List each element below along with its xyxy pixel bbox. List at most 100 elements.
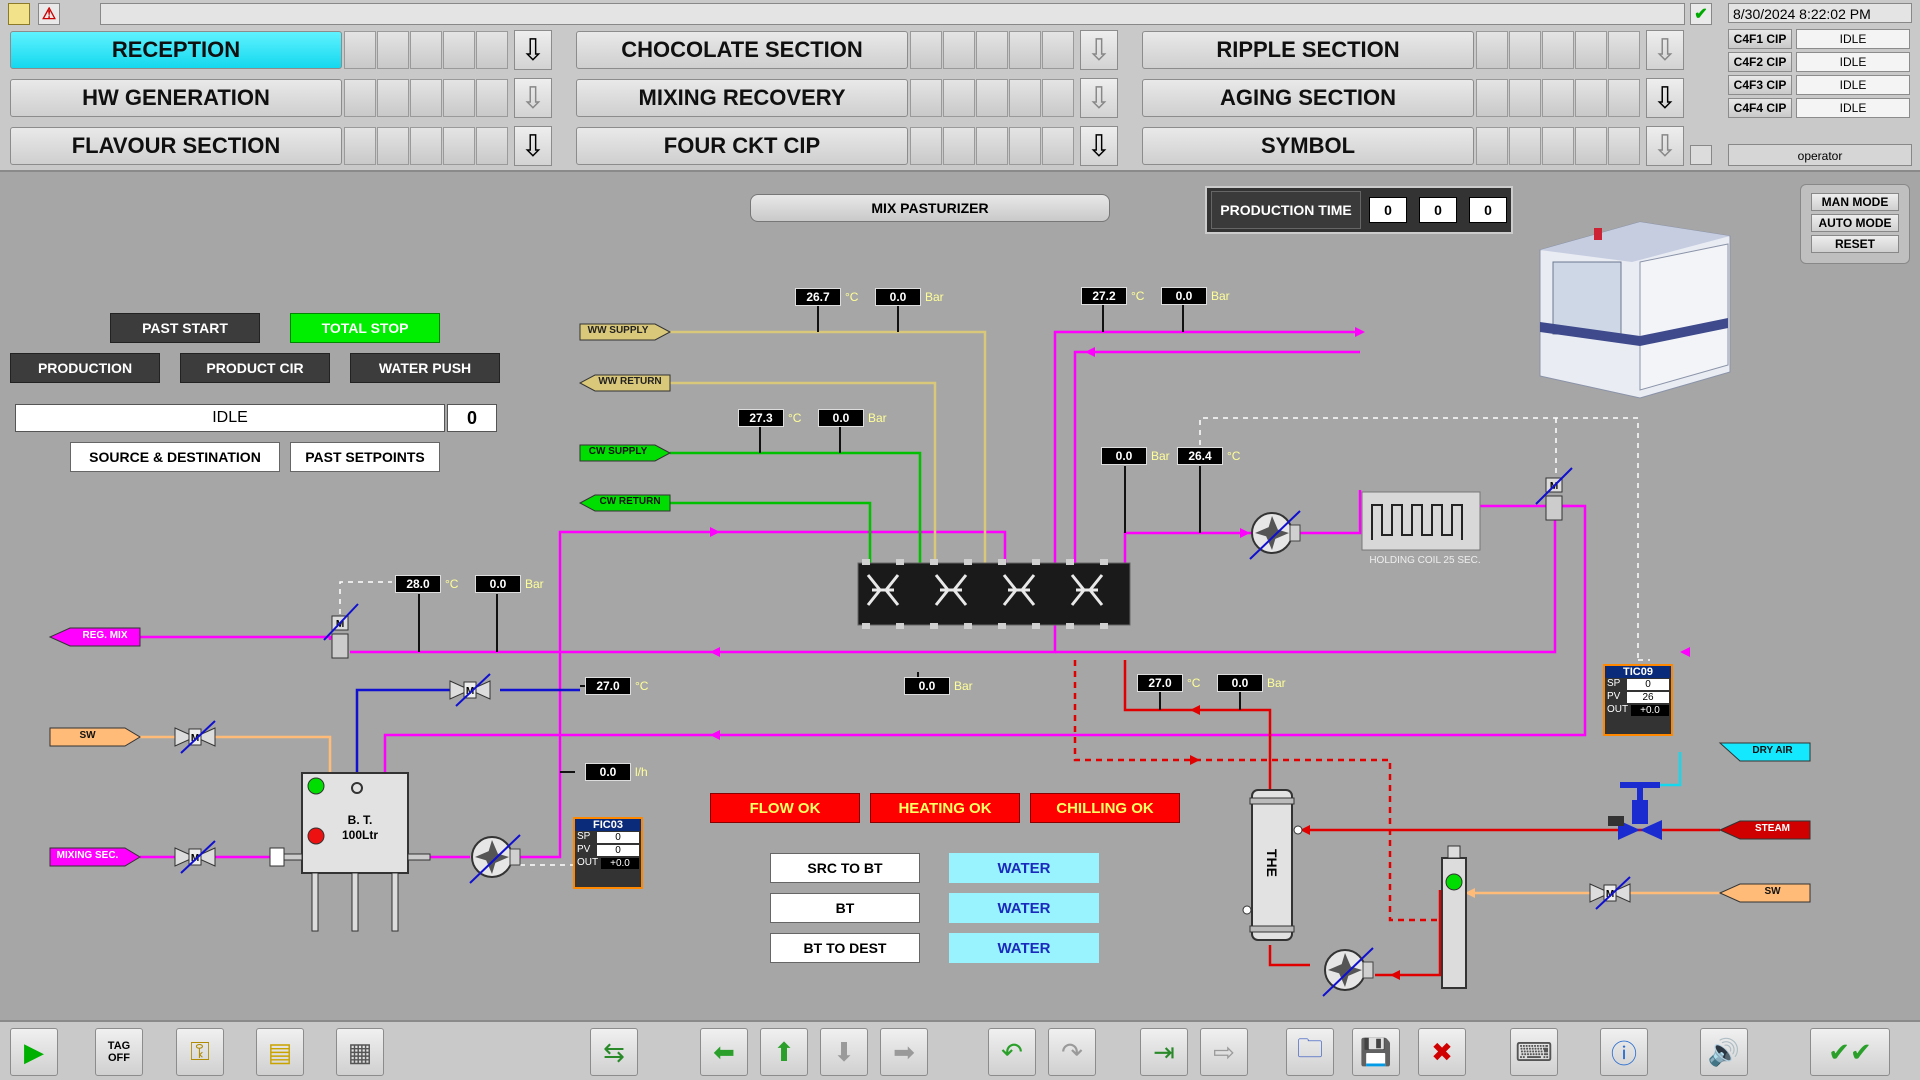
symbol-down-arrow-icon[interactable]: ⇩ (1646, 126, 1684, 166)
the-label: THE (1264, 849, 1280, 877)
nav-segment (1575, 31, 1607, 69)
arrow-up-icon[interactable]: ⬆ (760, 1028, 808, 1076)
cip-label-1[interactable]: C4F1 CIP (1728, 29, 1792, 49)
flavour-down-arrow-icon[interactable]: ⇩ (514, 126, 552, 166)
nav-segment (1042, 31, 1074, 69)
acknowledge-icon[interactable]: ✔ (1690, 3, 1712, 25)
nav-segment (1608, 79, 1640, 117)
route-label-src-to-bt[interactable]: SRC TO BT (770, 853, 920, 883)
production-button[interactable]: PRODUCTION (10, 353, 160, 383)
screen-transfer-icon[interactable]: ⇆ (590, 1028, 638, 1076)
export-icon[interactable]: ⇨ (1200, 1028, 1248, 1076)
import-icon[interactable]: ⇥ (1140, 1028, 1188, 1076)
cip-down-arrow-icon[interactable]: ⇩ (1080, 126, 1118, 166)
water-push-button[interactable]: WATER PUSH (350, 353, 500, 383)
nav-segment (910, 31, 942, 69)
nav-segment (1476, 31, 1508, 69)
undo-icon[interactable]: ↶ (988, 1028, 1036, 1076)
holding-coil-label: HOLDING COIL 25 SEC. (1369, 555, 1481, 566)
valve-divert-right: M (1535, 467, 1573, 521)
tag-mixing-sec: MIXING SEC. (56, 850, 119, 861)
report-icon[interactable]: ▦ (336, 1028, 384, 1076)
tag-reg-mix: REG. MIX (82, 630, 128, 641)
product-cir-button[interactable]: PRODUCT CIR (180, 353, 330, 383)
chilling-ok-status: CHILLING OK (1030, 793, 1180, 823)
monitor-icon[interactable] (1690, 145, 1712, 165)
aging-down-arrow-icon[interactable]: ⇩ (1646, 78, 1684, 118)
tic09-pv: 26 (1627, 692, 1669, 703)
tubular-heat-exchanger (1242, 789, 1303, 941)
cip-label-4[interactable]: C4F4 CIP (1728, 98, 1792, 118)
pressure-reading-7: 0.0 (1217, 674, 1263, 692)
save-icon[interactable]: 💾 (1352, 1028, 1400, 1076)
nav-segment (1009, 31, 1041, 69)
bt-tank-name: B. T. (347, 813, 373, 827)
runtime-start-icon[interactable]: ▶ (10, 1028, 58, 1076)
out-label: OUT (1607, 704, 1629, 715)
screen-view-icon[interactable]: ⌨ (1510, 1028, 1558, 1076)
cip-label-2[interactable]: C4F2 CIP (1728, 52, 1792, 72)
folder-icon[interactable] (8, 3, 30, 25)
nav-segment (344, 127, 376, 165)
temp-reading-5: 28.0 (395, 575, 441, 593)
redo-icon[interactable]: ↷ (1048, 1028, 1096, 1076)
arrow-down-icon[interactable]: ⬇ (820, 1028, 868, 1076)
nav-flavour-section[interactable]: FLAVOUR SECTION (10, 127, 342, 165)
cip-label-3[interactable]: C4F3 CIP (1728, 75, 1792, 95)
nav-segment (1509, 127, 1541, 165)
nav-aging-section[interactable]: AGING SECTION (1142, 79, 1474, 117)
arrow-left-icon[interactable]: ⬅ (700, 1028, 748, 1076)
valve-bt-inlet: M (449, 673, 491, 707)
delete-icon[interactable]: ✖ (1418, 1028, 1466, 1076)
flow-ok-status: FLOW OK (710, 793, 860, 823)
unit-bar: Bar (1151, 449, 1170, 463)
notes-icon[interactable]: ▤ (256, 1028, 304, 1076)
unit-temp: °C (1131, 289, 1145, 303)
reception-down-arrow-icon[interactable]: ⇩ (514, 30, 552, 70)
cip-state-2: IDLE (1796, 52, 1910, 72)
source-destination-button[interactable]: SOURCE & DESTINATION (70, 442, 280, 472)
tag-off-label: TAG OFF (107, 1040, 131, 1064)
total-stop-button[interactable]: TOTAL STOP (290, 313, 440, 343)
mixing-down-arrow-icon[interactable]: ⇩ (1080, 78, 1118, 118)
nav-segment (1542, 31, 1574, 69)
nav-ripple-section[interactable]: RIPPLE SECTION (1142, 31, 1474, 69)
tag-shapes (48, 323, 1811, 903)
nav-reception[interactable]: RECEPTION (10, 31, 342, 69)
unit-bar: Bar (954, 679, 973, 693)
nav-segment (344, 79, 376, 117)
nav-four-ckt-cip[interactable]: FOUR CKT CIP (576, 127, 908, 165)
man-mode-button[interactable]: MAN MODE (1811, 193, 1899, 211)
nav-segment (1009, 79, 1041, 117)
nav-segment (377, 79, 409, 117)
nav-chocolate-section[interactable]: CHOCOLATE SECTION (576, 31, 908, 69)
alarm-warning-icon[interactable]: ⚠ (38, 3, 60, 25)
acknowledge-all-icon[interactable]: ✔✔ (1810, 1028, 1890, 1076)
route-label-bt-to-dest[interactable]: BT TO DEST (770, 933, 920, 963)
arrow-right-icon[interactable]: ➡ (880, 1028, 928, 1076)
ripple-down-arrow-icon[interactable]: ⇩ (1646, 30, 1684, 70)
reset-button[interactable]: RESET (1811, 235, 1899, 253)
open-folder-icon[interactable]: 🗀 (1286, 1028, 1334, 1076)
nav-segment (410, 79, 442, 117)
nav-mixing-recovery[interactable]: MIXING RECOVERY (576, 79, 908, 117)
past-start-button[interactable]: PAST START (110, 313, 260, 343)
route-label-bt[interactable]: BT (770, 893, 920, 923)
hw-down-arrow-icon[interactable]: ⇩ (514, 78, 552, 118)
nav-symbol[interactable]: SYMBOL (1142, 127, 1474, 165)
pump-product (1249, 510, 1301, 560)
nav-hw-generation[interactable]: HW GENERATION (10, 79, 342, 117)
tag-off-button[interactable]: TAG OFF (95, 1028, 143, 1076)
sound-acknowledge-icon[interactable]: 🔊 (1700, 1028, 1748, 1076)
nav-segment (1009, 127, 1041, 165)
cip-state-4: IDLE (1796, 98, 1910, 118)
pv-label: PV (1607, 691, 1621, 702)
nav-segment (476, 127, 508, 165)
past-setpoints-button[interactable]: PAST SETPOINTS (290, 442, 440, 472)
key-icon[interactable]: ⚿ (176, 1028, 224, 1076)
info-icon[interactable]: ⓘ (1600, 1028, 1648, 1076)
auto-mode-button[interactable]: AUTO MODE (1811, 214, 1899, 232)
chocolate-down-arrow-icon[interactable]: ⇩ (1080, 30, 1118, 70)
